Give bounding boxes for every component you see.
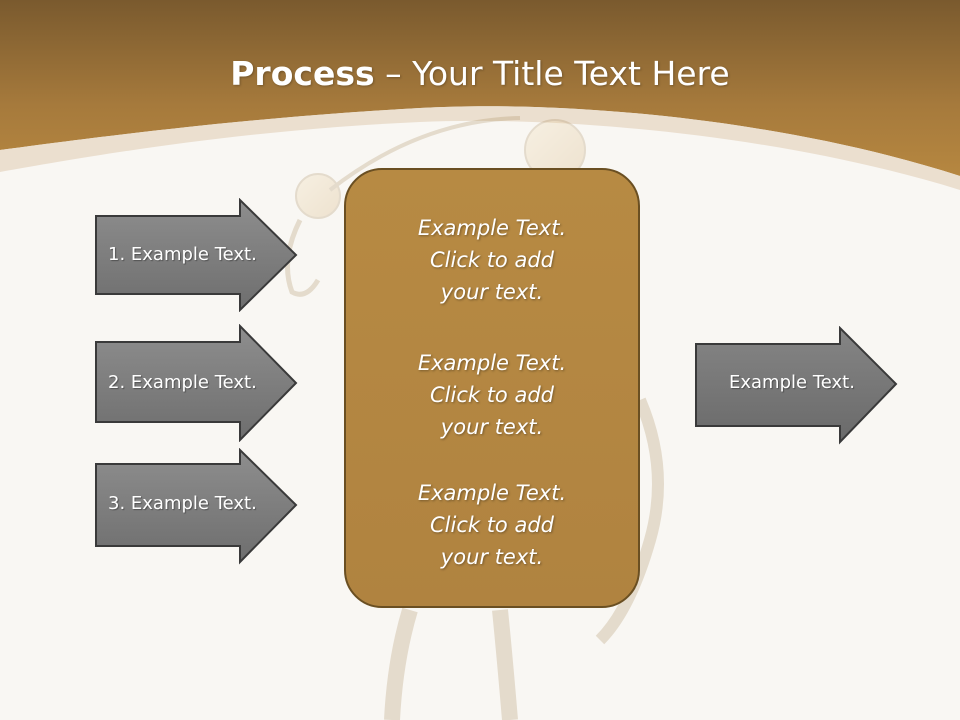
header-swoosh [0, 106, 960, 190]
box-text-line: Click to add [429, 383, 554, 407]
box-text-line: Click to add [429, 248, 554, 272]
arrow-shape-1[interactable] [94, 198, 300, 312]
box-text-line: Click to add [429, 513, 554, 537]
box-text-block-3[interactable]: Example Text. Click to add your text. [344, 477, 640, 573]
arrow-label-3: 3. Example Text. [108, 493, 257, 514]
arrow-shape-2[interactable] [94, 324, 300, 442]
box-text-line: your text. [440, 415, 544, 439]
arrow-label-right: Example Text. [729, 372, 855, 393]
faded-figure-illustration [285, 116, 664, 720]
box-text-block-1[interactable]: Example Text. Click to add your text. [344, 212, 640, 308]
center-content-box[interactable] [344, 168, 640, 608]
title-rest: – Your Title Text Here [374, 54, 730, 93]
arrow-shape-3[interactable] [94, 448, 300, 566]
box-text-line: your text. [440, 280, 544, 304]
box-text-line: your text. [440, 545, 544, 569]
box-text-block-2[interactable]: Example Text. Click to add your text. [344, 347, 640, 443]
slide-title: Process – Your Title Text Here [0, 52, 960, 96]
arrow-label-1: 1. Example Text. [108, 244, 257, 265]
title-bold: Process [230, 54, 375, 93]
header-band [0, 0, 960, 176]
arrow-label-2: 2. Example Text. [108, 372, 257, 393]
arrow-shape-right[interactable] [694, 326, 900, 446]
box-text-line: Example Text. [417, 216, 567, 240]
box-text-line: Example Text. [417, 351, 567, 375]
box-text-line: Example Text. [417, 481, 567, 505]
